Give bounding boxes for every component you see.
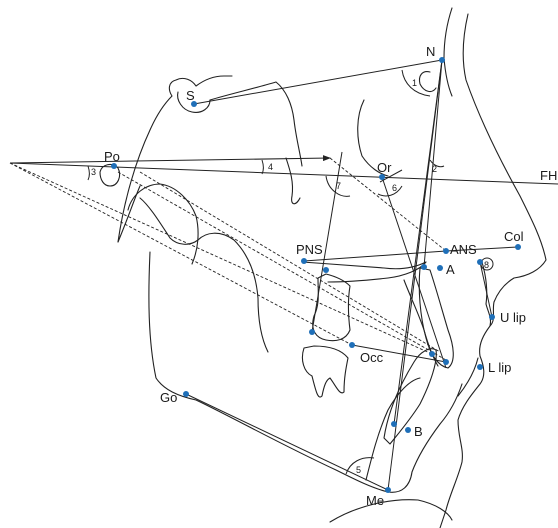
dashed-line-2 <box>9 162 353 346</box>
sella-turcica-outline <box>177 91 211 113</box>
angle-arc-1 <box>401 69 431 97</box>
palate-outline <box>301 261 427 283</box>
chin-soft-tissue-outline <box>329 499 453 523</box>
landmark-label-ans: ANS <box>450 242 477 257</box>
landmark-point-go <box>183 391 189 397</box>
landmark-label-b: B <box>414 424 423 439</box>
landmark-label-n: N <box>426 44 435 59</box>
landmark-point-a2 <box>437 265 443 271</box>
landmark-label-a: A <box>446 262 455 277</box>
ramus-outline <box>139 197 269 353</box>
symphysis-inner-outline <box>365 377 421 481</box>
angle-label-4: 4 <box>268 162 273 172</box>
landmark-label-u-lip: U lip <box>500 310 526 325</box>
landmark-label-l-lip: L lip <box>488 360 511 375</box>
porion-to-occlusal-arrow <box>9 155 331 164</box>
dashed-line-3 <box>117 171 447 361</box>
landmark-label-occ: Occ <box>360 350 384 365</box>
frontal-bone-outline <box>443 7 453 97</box>
lower-lip-outline <box>457 357 479 397</box>
landmark-point-col <box>515 244 521 250</box>
cranial-base-outline <box>117 75 233 243</box>
soft-tissue-profile <box>439 13 547 528</box>
landmark-point-molar-upper <box>323 267 329 273</box>
angle-arc-5 <box>345 457 375 475</box>
landmark-point-ans <box>443 248 449 254</box>
lower-molar-outline <box>301 345 349 398</box>
angle-label-2: 2 <box>432 164 437 174</box>
angle-arc-7 <box>325 175 351 197</box>
angle-arc-6 <box>377 185 403 197</box>
sella-nasion-line <box>193 59 443 105</box>
orbit-outline <box>357 99 389 177</box>
landmark-point-col2 <box>477 259 483 265</box>
dashed-line-5 <box>139 171 441 353</box>
landmark-point-me <box>385 487 391 493</box>
col-ans-line <box>445 246 519 252</box>
landmark-point-s <box>191 101 197 107</box>
landmark-point-a <box>421 264 427 270</box>
angle-label-3: 3 <box>91 167 96 177</box>
occlusal-plane-line <box>351 344 447 363</box>
angle-label-7: 7 <box>336 181 341 191</box>
landmark-label-fh: FH <box>540 168 557 183</box>
angle-arc-4 <box>261 159 264 175</box>
or-tick <box>379 169 403 183</box>
mandible-outline <box>148 251 463 493</box>
landmark-label-po: Po <box>104 149 120 164</box>
landmark-label-go: Go <box>160 390 177 405</box>
landmark-point-u-lip <box>489 314 495 320</box>
col-ulip-line <box>479 261 493 318</box>
landmark-point-molar-lower <box>309 329 315 335</box>
upper-incisor-outline <box>418 267 454 369</box>
angle-arc-2 <box>429 159 445 168</box>
angle-arc-3 <box>87 165 90 181</box>
palatal-plane-line <box>303 250 447 262</box>
landmark-point-or <box>379 174 385 180</box>
posterior-cranial-outline <box>117 185 141 243</box>
pterygomaxillary-outline <box>285 157 301 205</box>
clivus-outline <box>209 81 303 167</box>
angle-label-5: 5 <box>356 465 361 475</box>
landmark-point-l-lip <box>477 364 483 370</box>
dashed-line-1 <box>9 162 433 355</box>
frankfort-horizontal-line <box>9 162 558 185</box>
landmark-point-b2 <box>405 427 411 433</box>
angle-label-1: 1 <box>412 78 417 88</box>
ear-rod-outline <box>99 163 121 187</box>
landmark-label-me: Me <box>366 493 384 508</box>
orbitale-line <box>381 176 447 369</box>
landmark-point-pns <box>301 258 307 264</box>
angle-label-8: 8 <box>484 260 489 270</box>
landmark-point-incisal-1 <box>429 351 435 357</box>
upper-molar-outline <box>312 273 351 342</box>
landmark-point-n <box>439 57 445 63</box>
landmark-label-or: Or <box>377 160 392 175</box>
mandibular-plane-line <box>185 393 389 491</box>
landmark-point-occ <box>349 342 355 348</box>
condyle-outline <box>127 183 199 265</box>
angle-label-6: 6 <box>392 183 397 193</box>
landmark-label-col: Col <box>504 229 524 244</box>
landmark-label-s: S <box>186 88 195 103</box>
landmark-point-incisal-2 <box>443 359 449 365</box>
landmark-point-po <box>111 163 117 169</box>
landmark-label-pns: PNS <box>296 242 323 257</box>
landmark-point-b <box>391 421 397 427</box>
frontal-sinus-outline <box>418 71 437 93</box>
